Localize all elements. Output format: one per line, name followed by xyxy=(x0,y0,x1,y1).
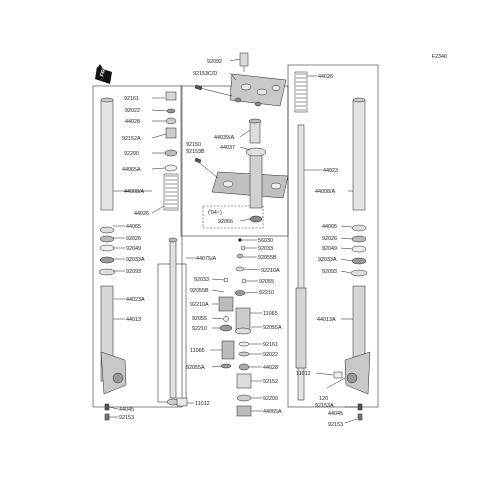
stem-bearing-icon xyxy=(249,215,263,223)
label-44039a: 44039/A xyxy=(214,135,234,141)
label-92033a-right: 92033A xyxy=(318,257,337,263)
label-44008a-left: 44008/A xyxy=(124,189,144,195)
label-92055a-mid: 92055A xyxy=(186,365,205,371)
year-note-frame xyxy=(202,205,264,229)
label-92026-left: 92026 xyxy=(126,236,141,242)
label-44013a-right: 44013A xyxy=(317,317,336,323)
label-92161-left: 92161 xyxy=(124,96,139,102)
label-44023-right: 44023 xyxy=(323,168,338,174)
label-11065-mid: 11065 xyxy=(190,348,205,354)
center-small-parts xyxy=(176,238,252,417)
label-92210-mid: 92210 xyxy=(192,326,207,332)
label-44045-right: 44045 xyxy=(328,411,343,417)
upper-bracket xyxy=(229,52,287,107)
label-92150: 92150 xyxy=(186,142,201,148)
label-92161-center: 92161 xyxy=(263,342,278,348)
right-fork-parts xyxy=(294,71,371,421)
stem-parts xyxy=(248,118,262,144)
figure-id: F2340 xyxy=(432,54,447,60)
label-92066: 92066 xyxy=(218,219,233,225)
label-92153a: 92153A xyxy=(315,403,334,409)
label-44065a-left: 44065A xyxy=(122,167,141,173)
label-44065-right: 44065 xyxy=(322,224,337,230)
label-92210a-mid: 92210A xyxy=(190,302,209,308)
label-92093-right: 92093 xyxy=(322,269,337,275)
label-92153-left: 92153 xyxy=(119,415,134,421)
label-44013-left: 44013 xyxy=(126,317,141,323)
label-92033-right: 92033 xyxy=(258,246,273,252)
label-92200-left: 92200 xyxy=(124,151,139,157)
label-92093-left: 92093 xyxy=(126,269,141,275)
leader-lines-center xyxy=(186,58,262,412)
label-92153-right: 92153 xyxy=(328,422,343,428)
label-92200-center: 92200 xyxy=(263,396,278,402)
label-44065a-center: 44065A xyxy=(263,409,282,415)
right-fork-frame xyxy=(287,64,379,408)
label-92152a-left: 92152A xyxy=(122,136,141,142)
label-44037: 44037 xyxy=(220,145,235,151)
label-92049-left: 92049 xyxy=(126,246,141,252)
label-44026-left: 44026 xyxy=(134,211,149,217)
label-44028-left: 44028 xyxy=(125,119,140,125)
label-44045-left: 44045 xyxy=(119,407,134,413)
year-note: ('04~) xyxy=(208,210,222,216)
lower-bracket xyxy=(211,147,289,209)
label-44008a-right: 44008/A xyxy=(315,189,335,195)
label-56030: 56030 xyxy=(258,238,273,244)
label-92055a-right: 92055A xyxy=(263,325,282,331)
label-92055b-mid: 92055B xyxy=(190,288,209,294)
label-92153cd: 92153C/D xyxy=(193,71,217,77)
leader-lines-right xyxy=(304,75,358,424)
label-92152-center: 92152 xyxy=(263,379,278,385)
label-92049-right: 92049 xyxy=(322,246,337,252)
label-92210-right: 92210 xyxy=(259,290,274,296)
label-92055-right: 92055 xyxy=(259,279,274,285)
label-92210a-right: 92210A xyxy=(261,268,280,274)
label-92022-left: 92022 xyxy=(125,108,140,114)
label-92055b-right: 92055B xyxy=(258,255,277,261)
label-11065-right: 11065 xyxy=(263,311,278,317)
left-fork-frame xyxy=(92,85,183,408)
label-92055-mid: 92055 xyxy=(192,316,207,322)
label-120: 120 xyxy=(319,396,328,402)
label-92092: 92092 xyxy=(207,59,222,65)
label-11012-right: 11012 xyxy=(296,371,311,377)
label-11012-center: 11012 xyxy=(195,401,210,407)
damper-rod xyxy=(166,237,180,406)
left-fork-parts xyxy=(98,91,179,421)
label-44065-left: 44065 xyxy=(126,224,141,230)
label-44028-center: 44028 xyxy=(263,365,278,371)
label-44026-top: 44026 xyxy=(318,74,333,80)
front-arrow-icon xyxy=(95,64,112,84)
label-92033-mid: 92033 xyxy=(194,277,209,283)
label-44075a: 44075/A xyxy=(196,256,216,262)
label-92033a-left: 92033A xyxy=(126,257,145,263)
label-92022-center: 92022 xyxy=(263,352,278,358)
label-92026-right: 92026 xyxy=(322,236,337,242)
leader-lines-left xyxy=(108,97,168,418)
label-92153b: 92153B xyxy=(186,149,205,155)
label-44023a-left: 44023A xyxy=(126,297,145,303)
